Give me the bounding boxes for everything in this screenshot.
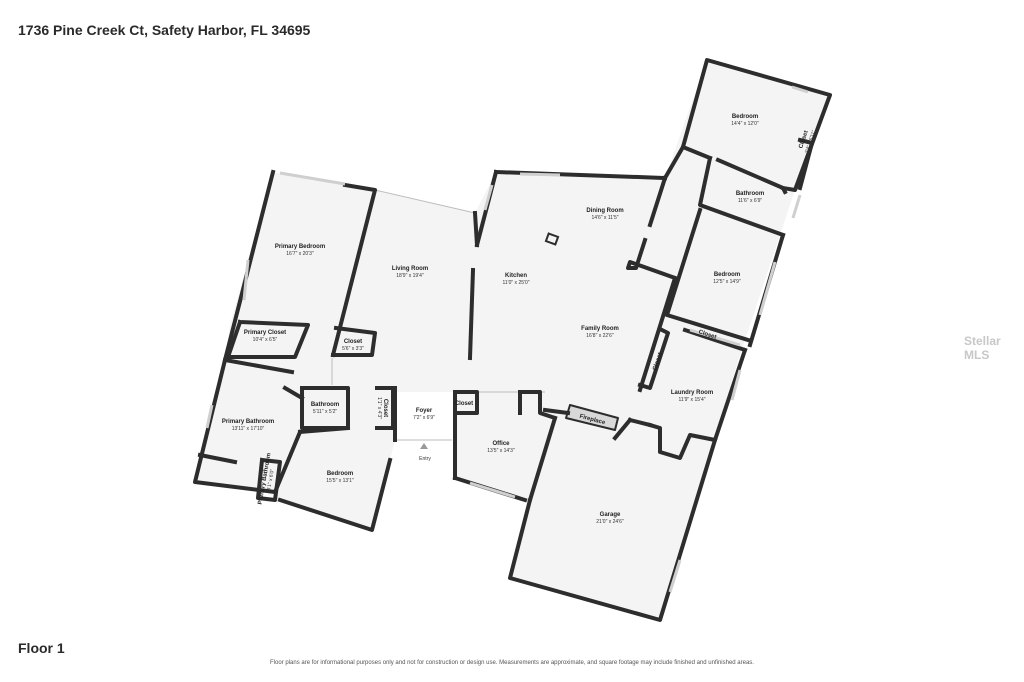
property-address: 1736 Pine Creek Ct, Safety Harbor, FL 34… <box>18 22 311 38</box>
floor-label: Floor 1 <box>18 640 65 656</box>
room-primary-closet-name: Primary Closet <box>244 330 286 336</box>
room-garage-dims: 21'0" x 24'6" <box>596 519 624 525</box>
room-bedroom-left-dims: 15'5" x 13'1" <box>326 478 354 484</box>
room-bathroom-center-dims: 5'11" x 5'2" <box>313 409 337 415</box>
room-bathroom-center-name: Bathroom <box>311 402 339 408</box>
room-kitchen-dims: 11'0" x 25'0" <box>502 280 529 286</box>
room-primary-bathroom-dims: 13'11" x 17'10" <box>232 426 265 432</box>
room-dining-room-dims: 14'6" x 11'5" <box>591 215 618 221</box>
room-living-room-name: Living Room <box>392 266 428 272</box>
room-closet-narrow-dims: 1'1" x 4'3" <box>376 397 382 419</box>
room-office-dims: 13'5" x 14'3" <box>487 448 515 454</box>
windows <box>205 85 809 593</box>
room-closet-narrow-name: Closet <box>382 399 388 417</box>
room-labels: Primary Bedroom 16'7" x 20'3" Living Roo… <box>222 114 818 525</box>
room-kitchen-name: Kitchen <box>505 273 527 279</box>
room-laundry-room-name: Laundry Room <box>671 390 713 396</box>
room-closet-top-name: Closet <box>798 130 809 149</box>
room-bathroom-right-name: Bathroom <box>736 191 764 197</box>
room-primary-bathroom-name: Primary Bathroom <box>222 419 274 425</box>
room-primary-closet-dims: 10'4" x 6'5" <box>253 337 278 343</box>
entry-arrow-icon <box>420 443 428 449</box>
room-bedroom-top-dims: 14'4" x 12'0" <box>731 121 759 127</box>
room-family-room-dims: 16'8" x 22'6" <box>586 333 614 339</box>
room-closet-living-dims: 5'6" x 3'3" <box>342 346 364 352</box>
room-living-room-dims: 18'9" x 19'4" <box>396 273 424 279</box>
room-primary-bedroom-dims: 16'7" x 20'3" <box>286 251 314 257</box>
room-primary-bedroom-name: Primary Bedroom <box>275 244 325 250</box>
room-laundry-room-dims: 11'9" x 15'4" <box>678 397 705 403</box>
room-foyer-dims: 7'2" x 6'9" <box>413 415 435 421</box>
disclaimer-text: Floor plans are for informational purpos… <box>270 660 754 666</box>
room-garage-name: Garage <box>600 512 621 518</box>
entry-label: Entry <box>419 456 431 462</box>
room-family-room-name: Family Room <box>581 326 619 332</box>
room-bedroom-top-name: Bedroom <box>732 114 758 120</box>
dining-marker <box>544 232 560 246</box>
room-bedroom-right-name: Bedroom <box>714 272 740 278</box>
room-bedroom-left-name: Bedroom <box>327 471 353 477</box>
room-closet-laundry-name: Closet <box>698 329 717 340</box>
room-closet-right-name: Closet <box>652 352 663 371</box>
room-dining-room-name: Dining Room <box>586 208 623 214</box>
room-foyer-name: Foyer <box>416 408 433 414</box>
room-closet-foyer-name: Closet <box>455 401 473 407</box>
room-primary-bathroom-small-dims: 3'1" x 6'0" <box>266 468 276 491</box>
room-bedroom-right-dims: 12'5" x 14'9" <box>713 279 741 285</box>
room-bathroom-right-dims: 11'6" x 6'9" <box>738 198 762 204</box>
watermark-logo: Stellar MLS <box>964 334 1001 362</box>
room-closet-living-name: Closet <box>344 339 362 345</box>
floor-fills <box>195 60 830 620</box>
room-office-name: Office <box>492 441 510 447</box>
